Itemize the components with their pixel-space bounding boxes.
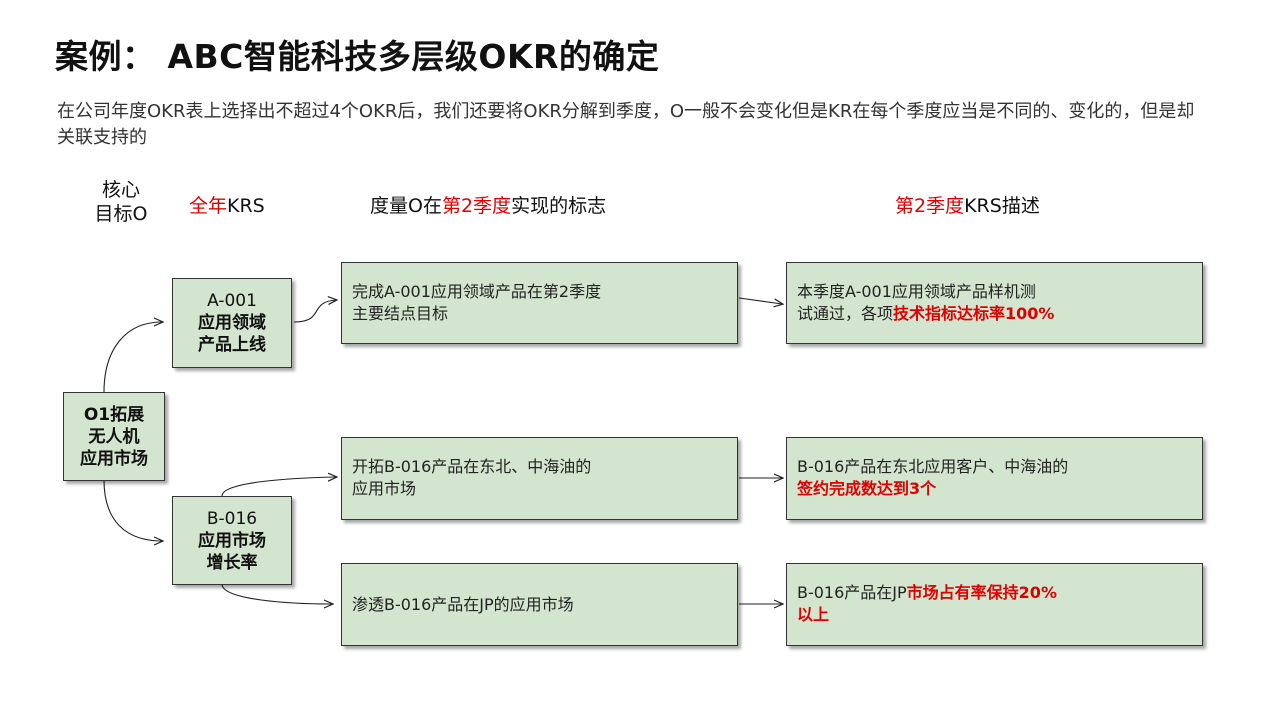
objective-line1: O1拓展 xyxy=(83,404,145,425)
arrow-objective-to-kr-b xyxy=(103,479,162,541)
objective-line3: 应用市场 xyxy=(80,448,148,469)
q2-krs-3-line1-plain: B-016产品在JP xyxy=(797,583,907,602)
header-q2-marker-red: 第2季度 xyxy=(441,195,512,217)
header-q2-krs-red: 第2季度 xyxy=(895,195,965,217)
q2-krs-2-line2-highlight: 签约完成数达到3个 xyxy=(797,479,937,498)
q2-marker-2-line1: 开拓B-016产品在东北、中海油的 xyxy=(352,457,592,476)
q2-krs-1-line2-plain: 试通过，各项 xyxy=(797,304,894,323)
header-q2-marker-post: 实现的标志 xyxy=(511,195,607,217)
q2-krs-1-line2-highlight: 技术指标达标率100% xyxy=(893,304,1055,323)
q2-marker-1-line1: 完成A-001应用领域产品在第2季度 xyxy=(352,282,602,301)
q2-krs-box-2: B-016产品在东北应用客户、中海油的 签约完成数达到3个 xyxy=(786,437,1203,520)
header-core-objective-line2: 目标O xyxy=(94,203,148,225)
q2-marker-2-line2: 应用市场 xyxy=(352,479,417,498)
page-title: 案例： ABC智能科技多层级OKR的确定 xyxy=(55,37,660,76)
kr-b-line2: 应用市场 xyxy=(198,530,266,551)
header-q2-marker: 度量O在第2季度实现的标志 xyxy=(370,191,606,218)
arrow-kr-a-to-marker-1 xyxy=(293,300,336,323)
intro-paragraph: 在公司年度OKR表上选择出不超过4个OKR后，我们还要将OKR分解到季度，O一般… xyxy=(57,101,1195,148)
q2-krs-2-line1: B-016产品在东北应用客户、中海油的 xyxy=(797,457,1069,476)
arrow-kr-b-to-marker-2 xyxy=(221,477,336,497)
kr-a-node: A-001 应用领域 产品上线 xyxy=(172,278,292,368)
arrow-marker-1-to-q2kr-1 xyxy=(738,297,782,304)
kr-a-line1: A-001 xyxy=(207,291,257,311)
header-annual-krs: 全年KRS xyxy=(189,191,265,218)
kr-b-line1: B-016 xyxy=(206,508,258,529)
header-core-objective-line1: 核心 xyxy=(101,179,140,201)
kr-a-line2: 应用领域 xyxy=(198,313,266,333)
kr-b-node: B-016 应用市场 增长率 xyxy=(172,496,292,585)
arrow-objective-to-kr-a xyxy=(103,322,162,393)
q2-marker-box-2: 开拓B-016产品在东北、中海油的 应用市场 xyxy=(341,437,738,520)
q2-krs-box-3: B-016产品在JP市场占有率保持20% 以上 xyxy=(786,563,1203,646)
q2-marker-box-1: 完成A-001应用领域产品在第2季度 主要结点目标 xyxy=(341,262,738,344)
header-q2-krs: 第2季度KRS描述 xyxy=(895,191,1040,218)
header-core-objective: 核心 目标O xyxy=(90,178,152,226)
header-annual-krs-red: 全年 xyxy=(189,195,228,217)
q2-krs-3-line1-highlight: 市场占有率保持20% xyxy=(906,583,1057,602)
kr-a-line3: 产品上线 xyxy=(198,335,266,355)
objective-node: O1拓展 无人机 应用市场 xyxy=(63,392,165,481)
q2-marker-3-line1: 渗透B-016产品在JP的应用市场 xyxy=(352,595,574,614)
q2-marker-box-3: 渗透B-016产品在JP的应用市场 xyxy=(341,563,738,646)
objective-line2: 无人机 xyxy=(88,426,140,447)
kr-b-line3: 增长率 xyxy=(206,552,258,573)
header-q2-krs-rest: KRS描述 xyxy=(964,195,1040,217)
q2-krs-1-line1: 本季度A-001应用领域产品样机测 xyxy=(797,282,1036,301)
q2-marker-1-line2: 主要结点目标 xyxy=(352,304,449,323)
q2-krs-box-1: 本季度A-001应用领域产品样机测 试通过，各项技术指标达标率100% xyxy=(786,262,1203,344)
header-q2-marker-pre: 度量O在 xyxy=(370,195,442,217)
arrow-kr-b-to-marker-3 xyxy=(221,583,332,604)
q2-krs-3-line2-highlight: 以上 xyxy=(797,605,830,624)
header-annual-krs-rest: KRS xyxy=(227,195,265,217)
